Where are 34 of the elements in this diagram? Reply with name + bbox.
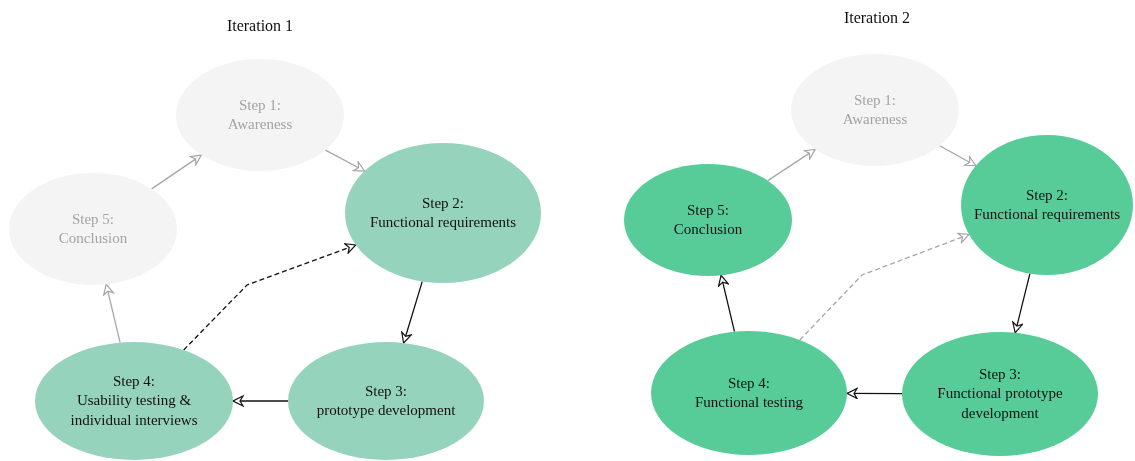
step-title: Conclusion xyxy=(673,220,743,239)
step-title: Usability testing & individual interviews xyxy=(69,391,199,430)
step-title: Functional prototype development xyxy=(936,384,1064,423)
step-number: Step 4: xyxy=(727,373,771,393)
iteration-heading: Iteration 2 xyxy=(843,9,911,27)
step-title: Functional testing xyxy=(695,393,803,412)
step-number: Step 2: xyxy=(1025,185,1069,205)
step-number: Step 5: xyxy=(686,200,730,220)
step-number: Step 2: xyxy=(421,193,465,213)
step-number: Step 3: xyxy=(364,381,408,401)
arrow xyxy=(324,149,366,172)
arrow xyxy=(401,280,423,344)
step-number: Step 3: xyxy=(978,364,1022,384)
step-number: Step 4: xyxy=(112,371,156,391)
arrow xyxy=(799,232,970,341)
step-title: Conclusion xyxy=(58,229,128,248)
arrow xyxy=(103,283,121,344)
arrow xyxy=(846,387,903,400)
arrow xyxy=(1012,272,1031,334)
step-number: Step 1: xyxy=(238,95,282,115)
step-title: Functional requirements xyxy=(369,213,517,232)
step-title: Awareness xyxy=(227,115,293,134)
arrow xyxy=(939,145,977,167)
step-title: Awareness xyxy=(842,110,908,129)
arrow xyxy=(717,274,736,333)
step-title: Functional requirements xyxy=(973,205,1121,224)
step-title: prototype development xyxy=(316,401,456,420)
arrow xyxy=(232,395,289,407)
arrow xyxy=(183,243,357,351)
iteration-heading: Iteration 1 xyxy=(226,17,294,35)
step-number: Step 1: xyxy=(853,90,897,110)
step-number: Step 5: xyxy=(71,209,115,229)
arrow xyxy=(767,148,816,182)
arrow xyxy=(151,154,202,190)
